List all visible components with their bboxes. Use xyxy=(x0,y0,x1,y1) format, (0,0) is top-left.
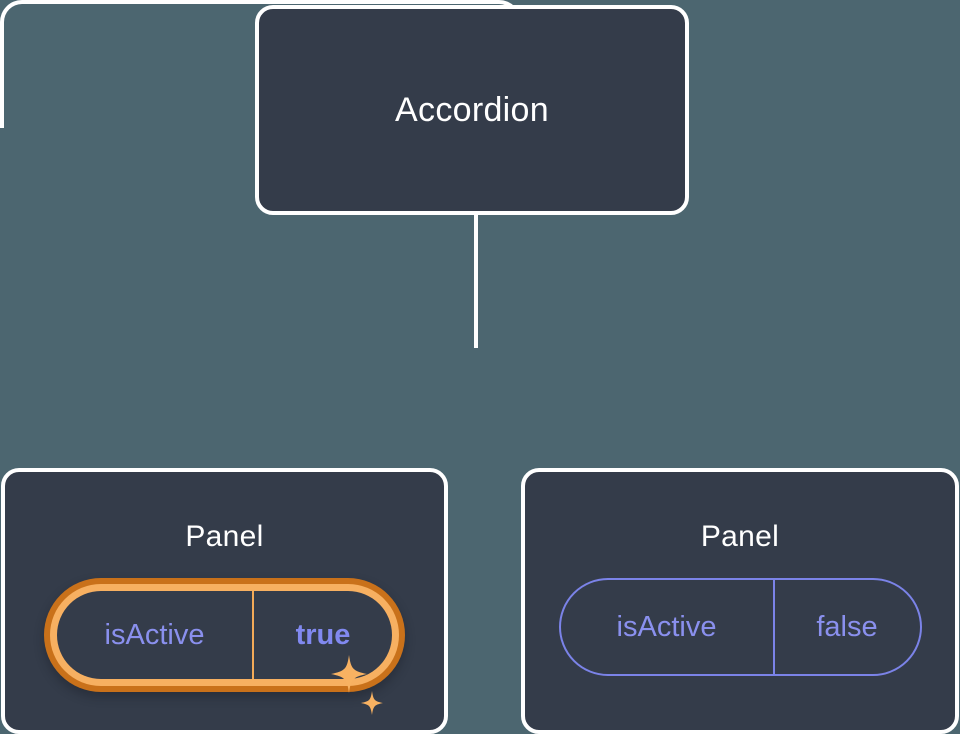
prop-pill-active-highlight-ring: isActive true xyxy=(44,578,405,692)
prop-key-isactive-active: isActive xyxy=(57,591,254,679)
prop-key-isactive-inactive: isActive xyxy=(561,580,775,674)
node-panel-active[interactable]: Panel isActive true xyxy=(1,468,448,734)
node-panel-inactive-title: Panel xyxy=(700,520,780,553)
node-accordion-title: Accordion xyxy=(395,90,549,129)
node-accordion[interactable]: Accordion xyxy=(255,5,689,215)
connector-root-to-branch xyxy=(474,214,478,348)
prop-pill-inactive[interactable]: isActive false xyxy=(558,578,922,676)
prop-pill-active[interactable]: isActive true xyxy=(57,591,392,679)
sparkle-small-icon xyxy=(361,691,383,715)
prop-value-true: true xyxy=(295,618,351,651)
prop-pill-active-wrap: isActive true xyxy=(44,578,405,715)
prop-value-false: false xyxy=(816,610,878,643)
prop-pill-active-inner-ring: isActive true xyxy=(50,584,399,686)
prop-pill-inactive-wrap: isActive false xyxy=(558,578,922,676)
node-panel-inactive[interactable]: Panel isActive false xyxy=(521,468,959,734)
node-panel-active-title: Panel xyxy=(185,520,264,553)
